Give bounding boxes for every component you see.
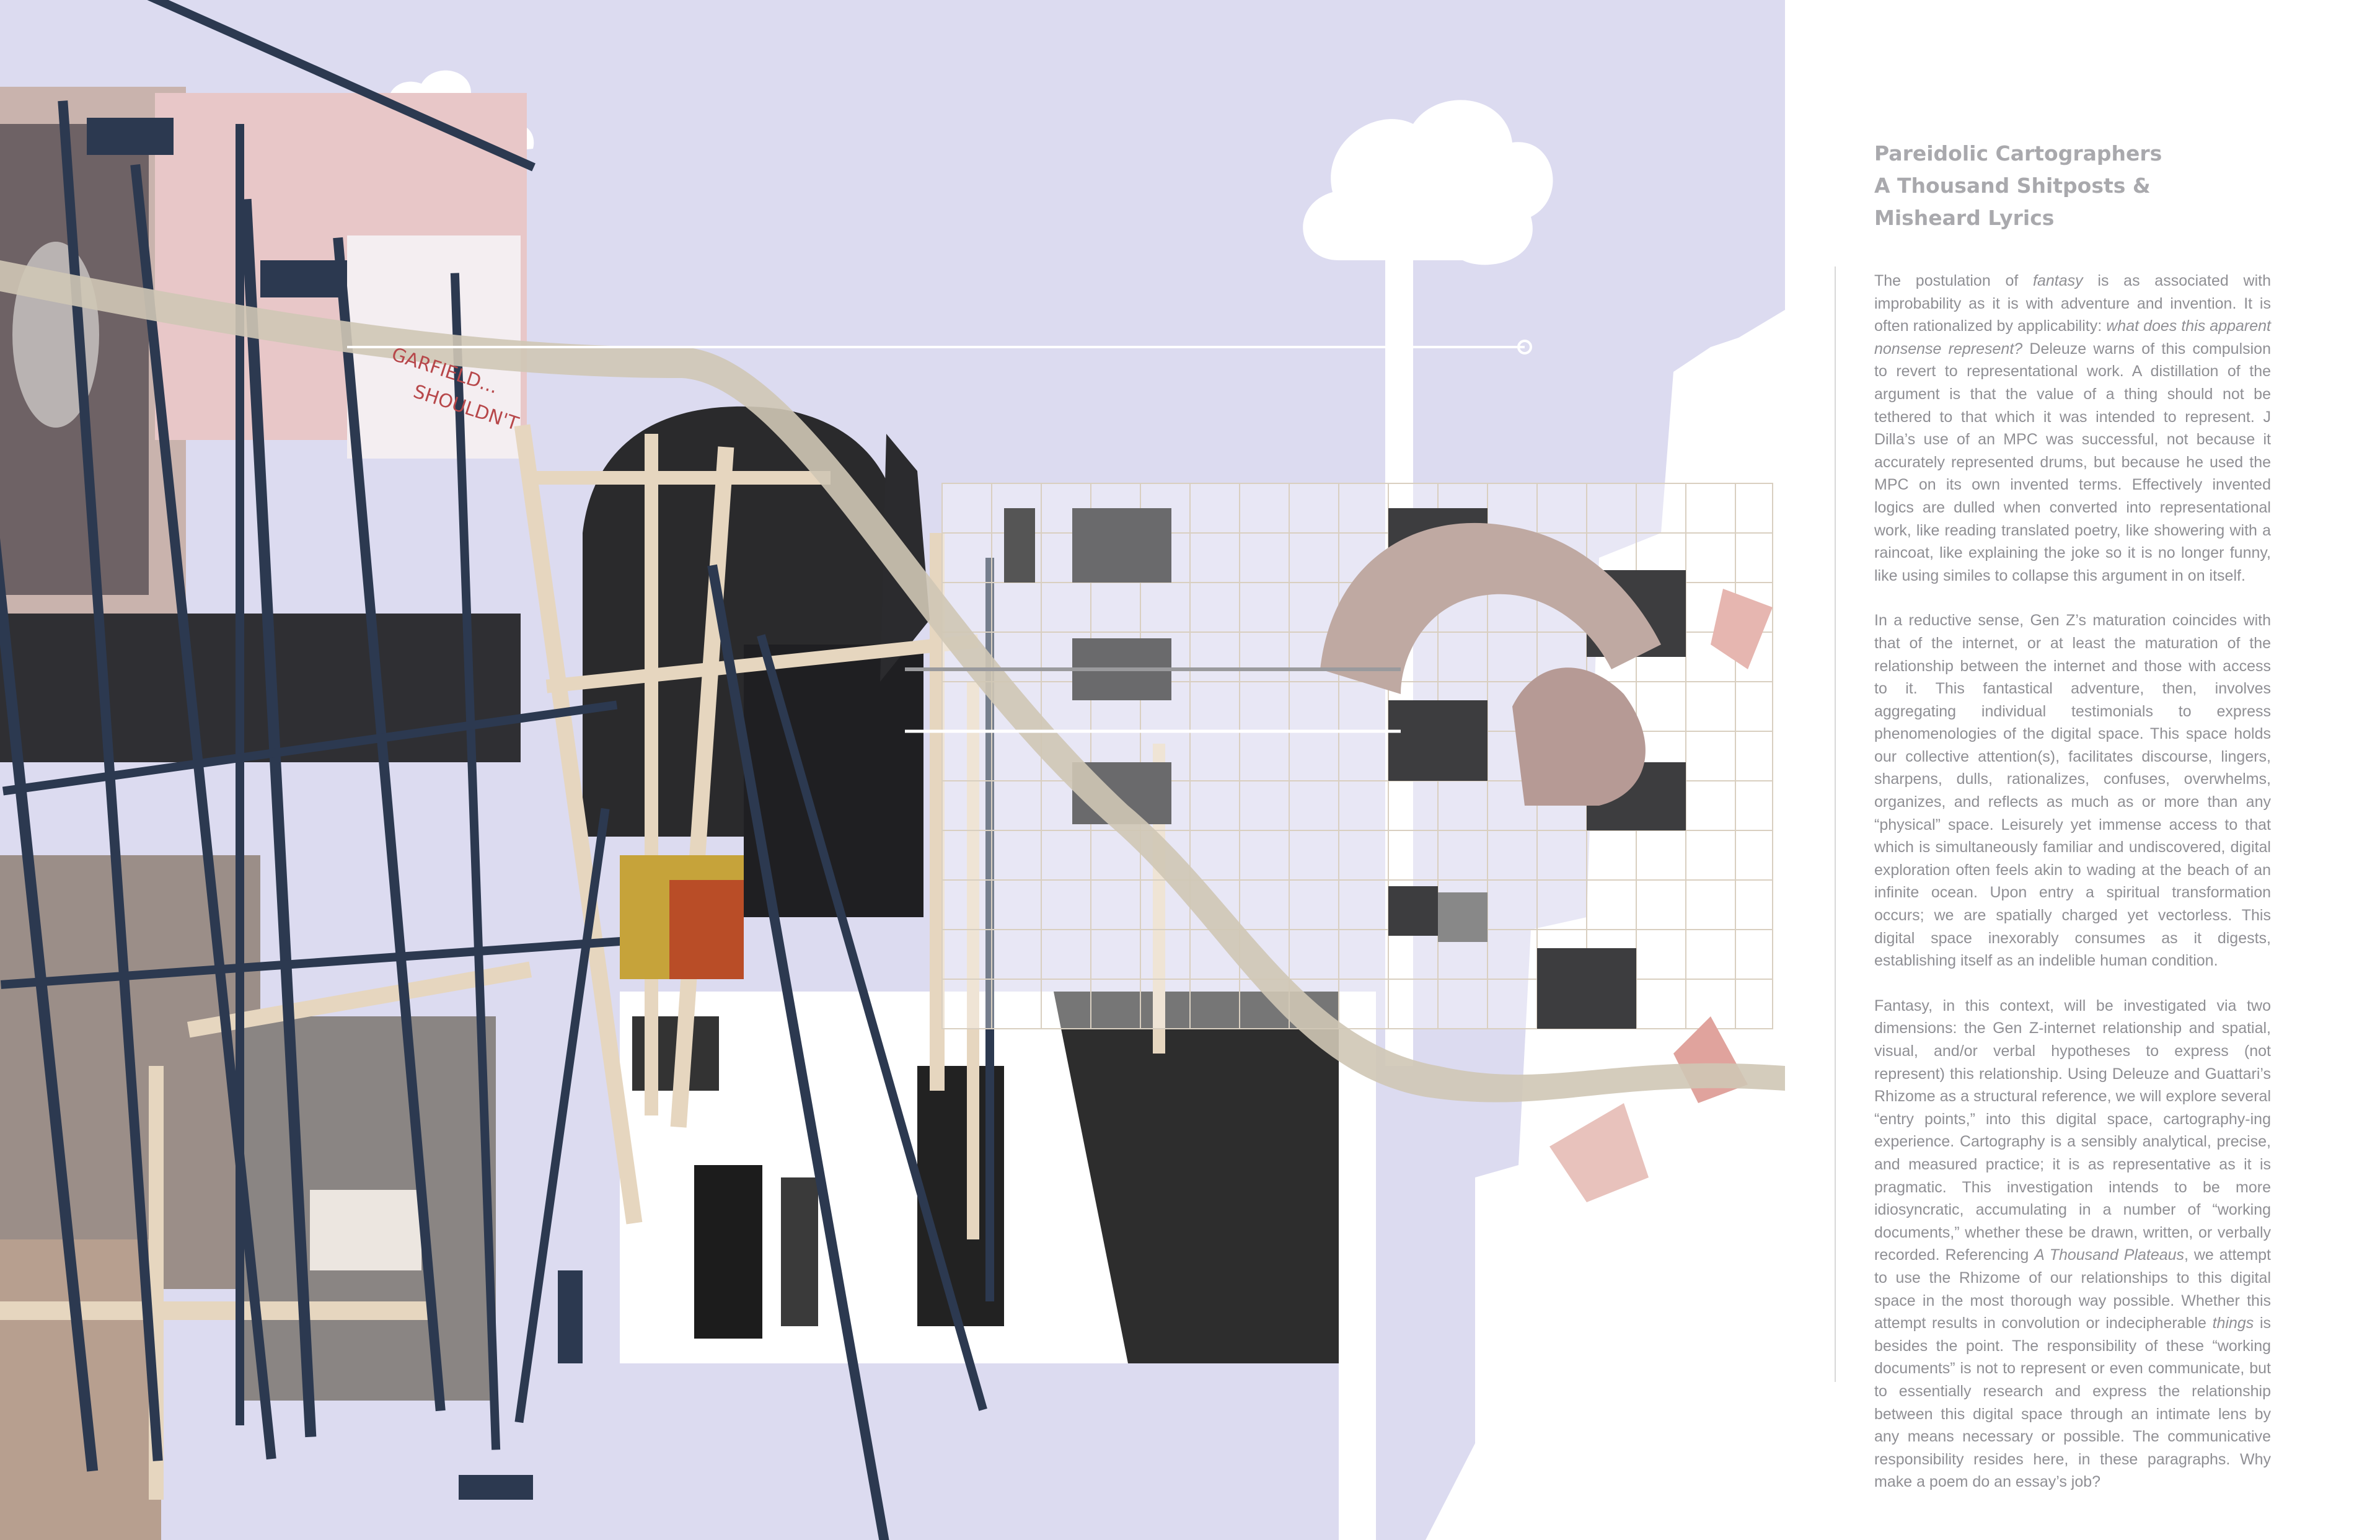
p3-emphasis-things: things: [2212, 1314, 2254, 1332]
dark-panel-mid: [0, 614, 521, 762]
bw-street-shadow-1: [1054, 992, 1339, 1363]
bw-street-door-1: [694, 1165, 762, 1339]
bw-street-door-2: [781, 1177, 818, 1326]
paragraph-2: In a reductive sense, Gen Z’s maturation…: [1874, 612, 2271, 970]
p1-text-c: is as associated with improbability as i…: [1874, 272, 2271, 335]
paragraph-3: Fantasy, in this context, will be invest…: [1874, 995, 2271, 1494]
p3-text-a: Fantasy, in this context, will be invest…: [1874, 997, 2271, 1264]
collage-svg: GARFIELD... SHOULDN'T: [0, 0, 1785, 1540]
colorful-fragment-red: [669, 880, 744, 979]
collage-artwork: GARFIELD... SHOULDN'T: [0, 0, 1785, 1540]
column-divider: [1835, 266, 1836, 1382]
sepia-arch: [1320, 522, 1661, 694]
title-line-3: Misheard Lyrics: [1874, 206, 2055, 230]
photo-panel-floor: [310, 1190, 421, 1270]
paragraph-1: The postulation of fantasy is as associa…: [1874, 270, 2271, 587]
cloud-silhouette: [1303, 100, 1553, 265]
p1-emphasis-question: what does this apparent nonsense represe…: [1874, 317, 2271, 358]
p1-text-e: Deleuze warns of this compulsion to reve…: [1874, 340, 2271, 584]
city-silhouette: [1475, 322, 1785, 1540]
p1-emphasis-fantasy: fantasy: [2033, 272, 2083, 289]
title-line-2: A Thousand Shitposts &: [1874, 174, 2151, 198]
pink-shard: [1711, 589, 1773, 669]
pink-shard-3: [1549, 1103, 1649, 1202]
sepia-flower: [1512, 667, 1646, 806]
thin-line-top-node: [1517, 340, 1532, 354]
article-title: Pareidolic Cartographers A Thousand Shit…: [1874, 138, 2320, 234]
p1-text-a: The postulation of: [1874, 272, 2034, 289]
title-line-1: Pareidolic Cartographers: [1874, 141, 2162, 165]
building-silhouette-right: [1339, 992, 1376, 1540]
navy-scaffolding: [0, 0, 994, 1540]
p3-text-e: is besides the point. The responsibility…: [1874, 1314, 2271, 1491]
p3-text-c: , we attempt to use the Rhizome of our r…: [1874, 1246, 2271, 1332]
p3-emphasis-plateaus: A Thousand Plateaus: [2034, 1246, 2185, 1264]
article-body: The postulation of fantasy is as associa…: [1874, 270, 2271, 1516]
